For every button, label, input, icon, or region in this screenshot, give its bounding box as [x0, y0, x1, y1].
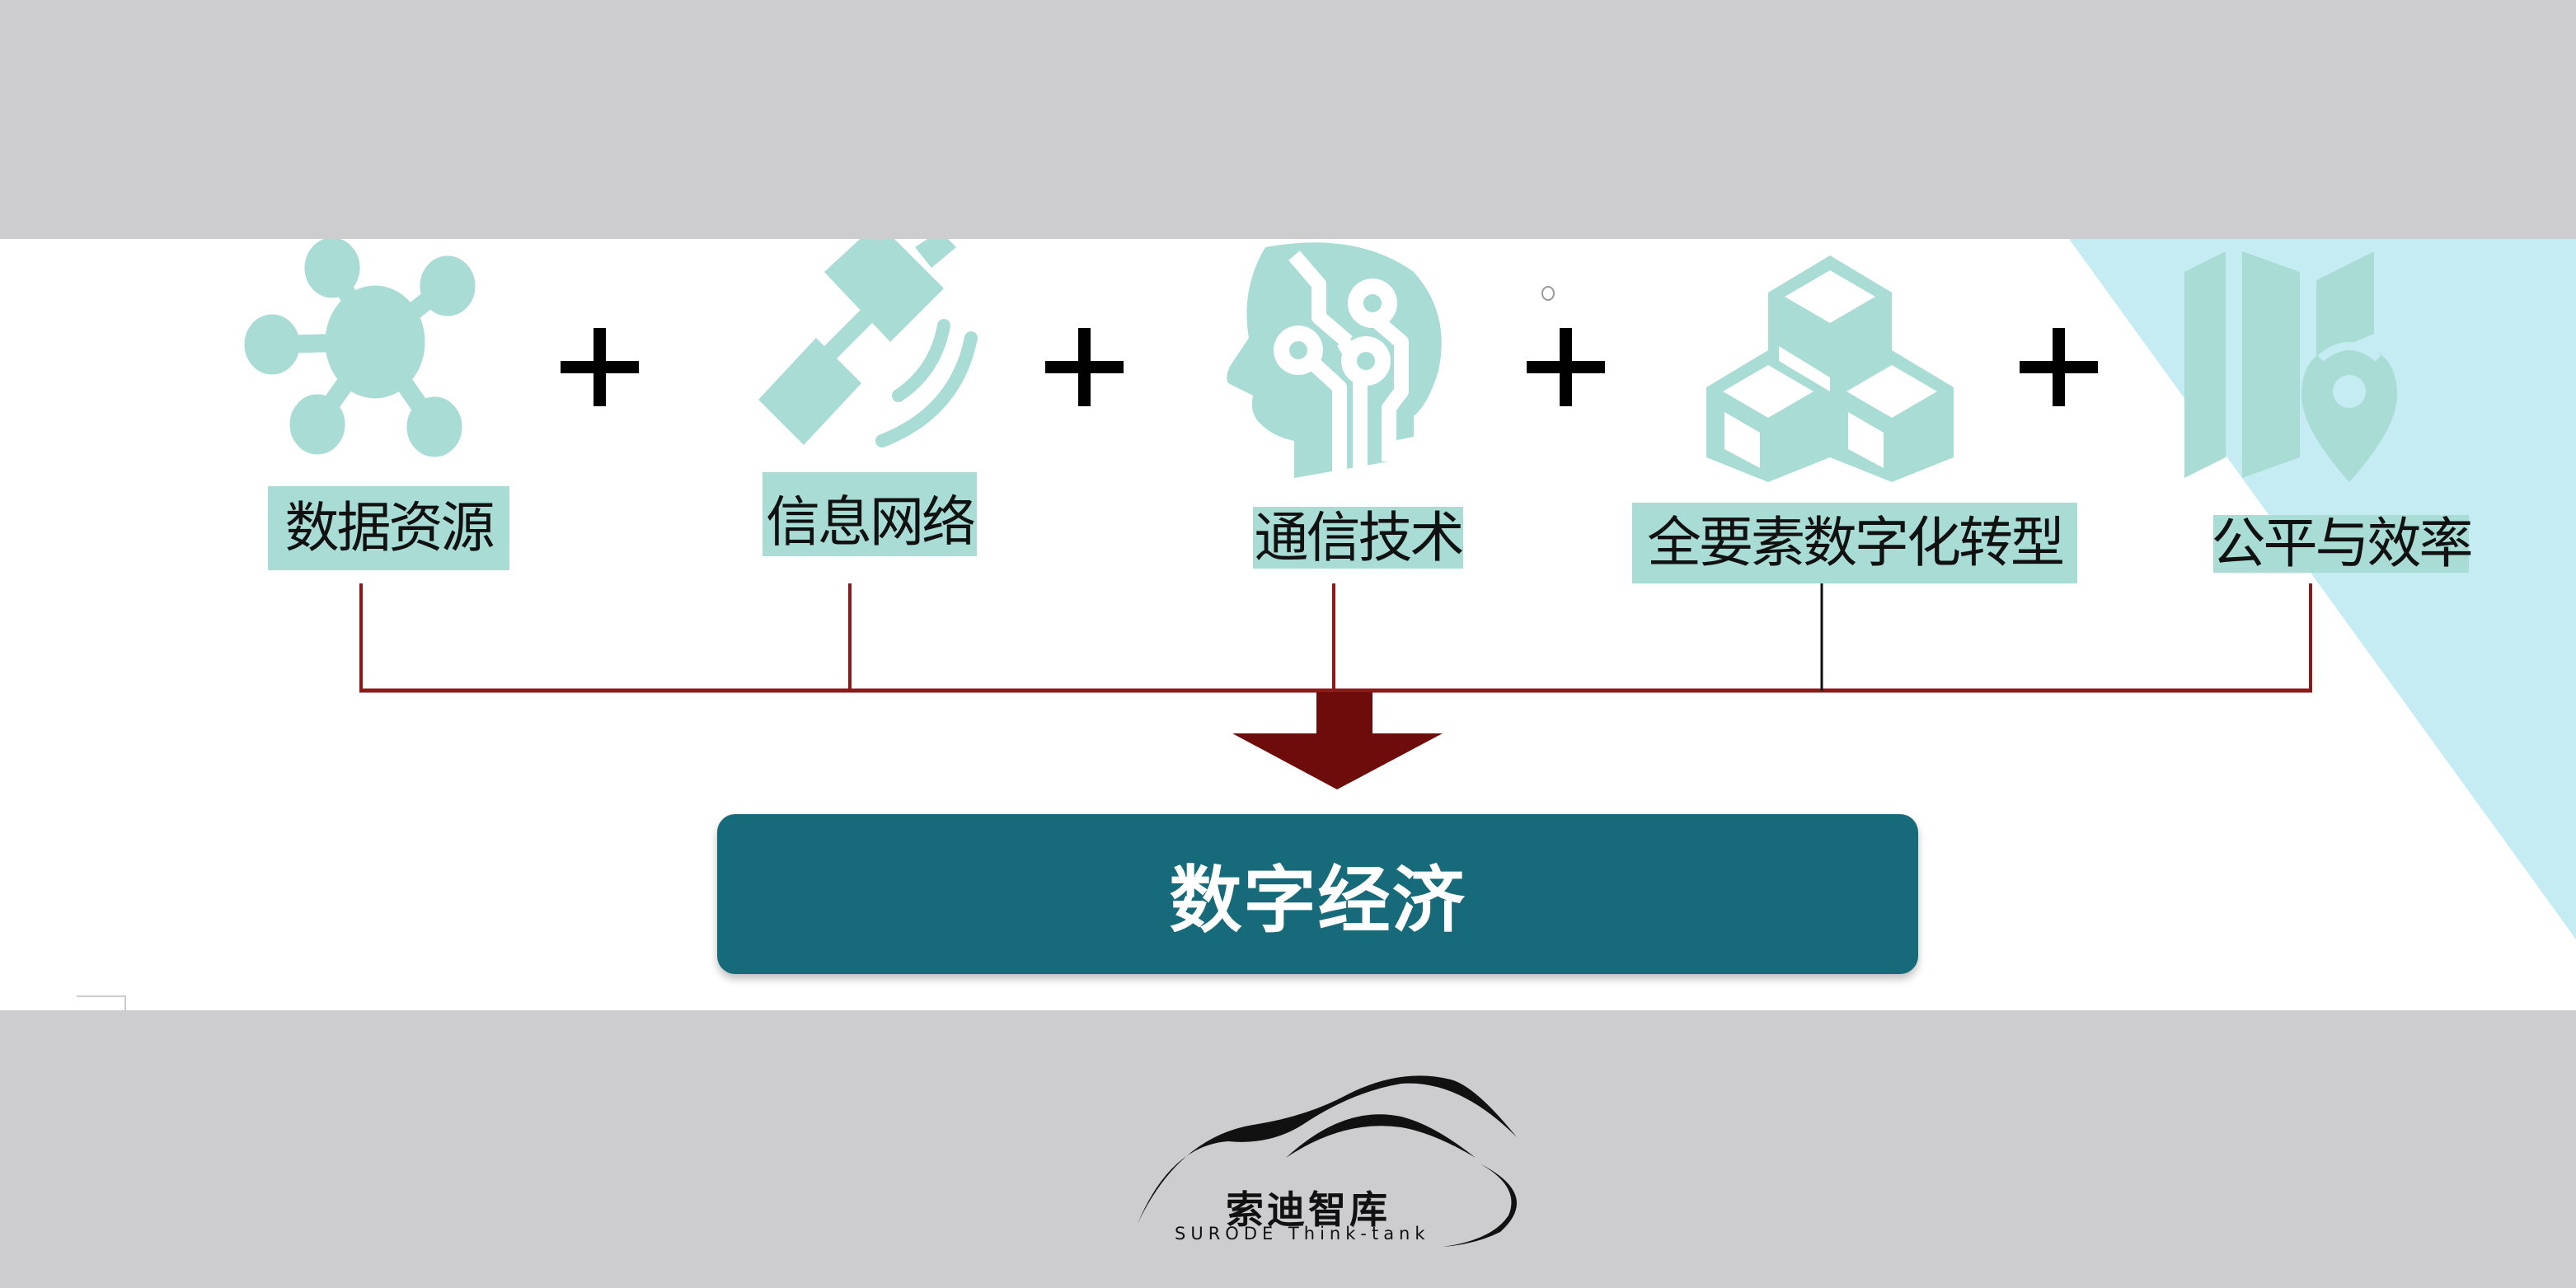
satellite-icon	[758, 239, 978, 447]
ai-head-circuit-icon	[1227, 242, 1442, 478]
input-label-text: 数据资源	[284, 496, 495, 560]
corner-bracket-mark	[77, 995, 126, 1010]
input-label-fairness-efficiency: 公平与效率	[2211, 512, 2474, 575]
surode-car-logo-icon	[1138, 1075, 1517, 1247]
small-circle-mark	[1541, 286, 1555, 301]
plus-icon	[1527, 328, 1605, 406]
map-pin-icon	[2184, 251, 2397, 482]
input-label-data-resources: 数据资源	[268, 486, 509, 570]
input-label-text: 全要素数字化转型	[1647, 511, 2065, 574]
input-label-text: 公平与效率	[2211, 512, 2474, 575]
stacked-cubes-icon	[1706, 255, 1954, 482]
input-label-full-factor-digital-transformation: 全要素数字化转型	[1632, 503, 2077, 583]
diagram-slide: 数据资源 信息网络 通信技术 全要素数字化转型 公平与效率 数字经济	[0, 239, 2576, 1010]
logo-english-name: SURODE Think-tank	[1175, 1224, 1430, 1244]
down-arrow-icon	[1232, 692, 1443, 789]
logo-chinese-name: 索迪智库	[1226, 1187, 1391, 1232]
input-label-communication-technology: 通信技术	[1253, 505, 1465, 569]
plus-icon	[2020, 328, 2098, 406]
connector-bracket	[359, 583, 2312, 789]
network-nodes-icon	[244, 239, 476, 457]
input-label-text: 信息网络	[766, 490, 976, 554]
input-label-text: 通信技术	[1254, 505, 1465, 569]
plus-icon	[561, 328, 639, 406]
input-label-information-network: 信息网络	[762, 472, 977, 556]
result-box-digital-economy: 数字经济	[717, 814, 1918, 974]
result-label: 数字经济	[1169, 857, 1466, 943]
plus-icon	[1045, 328, 1124, 406]
